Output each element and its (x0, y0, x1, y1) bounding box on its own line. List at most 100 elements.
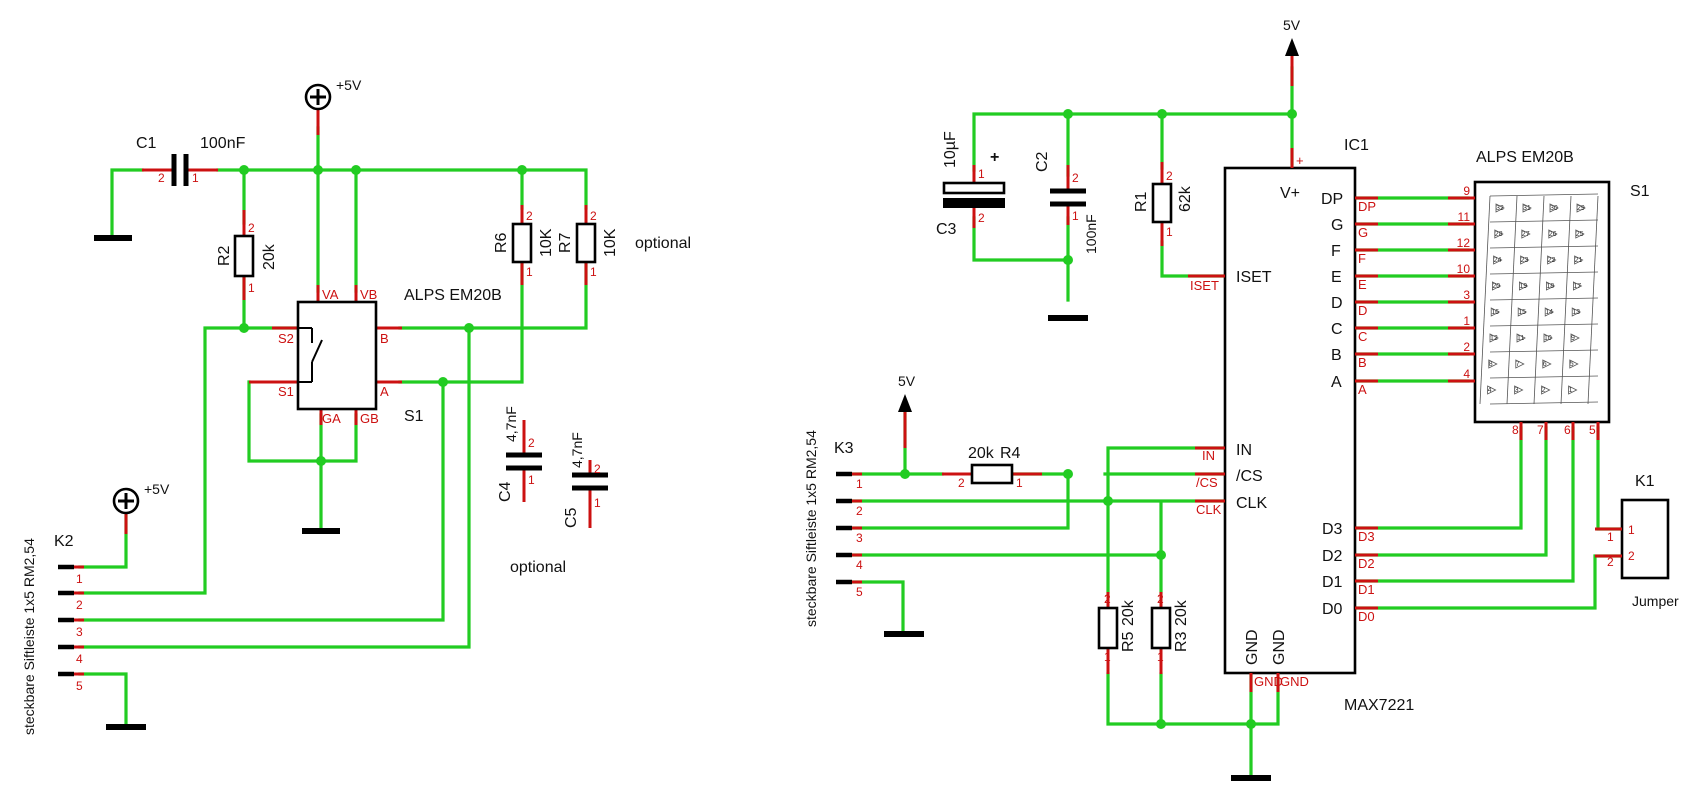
ic-pin-g: GG (1331, 217, 1378, 240)
r67-note: optional (635, 235, 691, 252)
r6-value: 10K (538, 228, 555, 257)
matrix-led: 22 (1547, 255, 1557, 265)
k1-pin1-outer: 1 (1607, 530, 1614, 544)
svg-text:E: E (1358, 277, 1367, 292)
s1-matrix-name: ALPS EM20B (1476, 149, 1574, 166)
r5-pin1: 1 (1104, 650, 1111, 664)
matrix-led: 2 (1541, 385, 1551, 395)
svg-text:D2: D2 (1322, 548, 1343, 565)
svg-text:1: 1 (1569, 387, 1573, 394)
matrix-pin-4: 4 (1448, 367, 1475, 383)
matrix-led: 16 (1490, 307, 1501, 317)
matrix-pin-6: 6 (1564, 422, 1575, 440)
r5-pin2: 2 (1104, 592, 1111, 606)
ic-pin-e: EE (1331, 269, 1378, 292)
matrix-led: 11 (1516, 333, 1526, 343)
c5-ref: C5 (563, 507, 580, 528)
matrix-led: 26 (1548, 229, 1558, 239)
c1-ref: C1 (136, 135, 157, 152)
svg-text:11: 11 (1458, 210, 1471, 224)
ic-cs-pin: /CS (1196, 475, 1218, 490)
ic-in-pin: IN (1202, 448, 1215, 463)
svg-text:17: 17 (1573, 283, 1581, 290)
resistor-r7: R7 10K 2 1 optional (557, 205, 691, 285)
svg-text:26: 26 (1549, 231, 1557, 238)
ic-gnd1-pin: GND (1254, 674, 1283, 689)
k1-pin2-outer: 2 (1607, 555, 1614, 569)
ic-gnd2-label: GND (1271, 629, 1288, 665)
matrix-pin-8: 8 (1512, 422, 1523, 440)
ic-iset-pin: ISET (1190, 278, 1219, 293)
svg-text:3: 3 (856, 531, 863, 545)
svg-text:30: 30 (1550, 205, 1558, 212)
c4-value: 4,7nF (503, 406, 519, 442)
r5-value: 20k (1120, 599, 1137, 626)
ic-pin-d: DD (1331, 295, 1378, 318)
vcc-top-5v: 5V (1283, 17, 1301, 33)
s1-left-name: ALPS EM20B (404, 287, 502, 304)
ic-ref: IC1 (1344, 137, 1369, 154)
r7-pin1: 1 (590, 265, 597, 279)
k3-ref: K3 (834, 440, 854, 457)
r6-pin1: 1 (526, 265, 533, 279)
r1-value: 62k (1177, 185, 1194, 212)
matrix-led: 4 (1487, 385, 1497, 395)
s1-pin-s1: S1 (278, 384, 294, 399)
matrix-led: 14 (1544, 307, 1555, 317)
svg-text:A: A (1331, 374, 1342, 391)
resistor-r5: R5 20k 2 1 (1097, 592, 1137, 674)
k3-pin-3: 3 (836, 525, 863, 545)
svg-text:D0: D0 (1322, 601, 1343, 618)
ic-clk-pin: CLK (1196, 502, 1222, 517)
svg-text:31: 31 (1523, 205, 1531, 212)
svg-text:25: 25 (1576, 231, 1584, 238)
right-junctions (900, 109, 1297, 729)
svg-text:C: C (1331, 321, 1343, 338)
matrix-led: 25 (1575, 229, 1585, 239)
svg-text:F: F (1331, 243, 1341, 260)
s1-pin-s2: S2 (278, 331, 294, 346)
c5-pin1: 1 (594, 496, 601, 510)
matrix-pin-2: 2 (1448, 340, 1475, 356)
matrix-led: 29 (1576, 203, 1586, 213)
svg-text:4: 4 (76, 652, 83, 666)
k2-ref: K2 (54, 533, 74, 550)
ic-name: MAX7221 (1344, 697, 1414, 714)
r2-pin2: 2 (248, 221, 255, 235)
encoder-s1-left: VA VB S2 S1 B A GA GB ALPS EM20B S1 (249, 285, 502, 426)
svg-text:9: 9 (1463, 184, 1470, 198)
svg-text:10: 10 (1544, 335, 1552, 342)
ic-pin-b: BB (1331, 347, 1378, 370)
capacitor-c3: + 10µF C3 1 2 (936, 131, 1006, 238)
r4-pin2: 2 (958, 476, 965, 490)
matrix-led: 9 (1570, 333, 1580, 343)
matrix-led: 15 (1517, 307, 1528, 317)
matrix-led: 32 (1495, 203, 1505, 213)
svg-text:23: 23 (1521, 257, 1529, 264)
vcc-symbol-top: +5V (304, 77, 362, 135)
svg-text:32: 32 (1496, 205, 1504, 212)
k1-pin2-inner: 2 (1628, 549, 1635, 563)
c1-value: 100nF (200, 135, 246, 152)
matrix-pin-5: 5 (1589, 422, 1600, 440)
svg-text:14: 14 (1545, 309, 1553, 316)
svg-text:21: 21 (1575, 257, 1583, 264)
ic-pin-f: FF (1331, 243, 1378, 266)
k3-pin-2: 2 (836, 498, 863, 518)
r3-pin2: 2 (1157, 592, 1164, 606)
svg-text:A: A (1358, 382, 1367, 397)
matrix-pin-7: 7 (1537, 422, 1548, 440)
resistor-r1: R1 62k 2 1 (1133, 162, 1194, 246)
c4-pin2: 2 (528, 436, 535, 450)
matrix-led: 27 (1521, 229, 1531, 239)
c45-note: optional (510, 559, 566, 576)
s1-left-ref: S1 (404, 408, 424, 425)
k3-pin-4: 4 (836, 552, 863, 572)
svg-text:D1: D1 (1322, 574, 1343, 591)
svg-text:DP: DP (1358, 199, 1376, 214)
